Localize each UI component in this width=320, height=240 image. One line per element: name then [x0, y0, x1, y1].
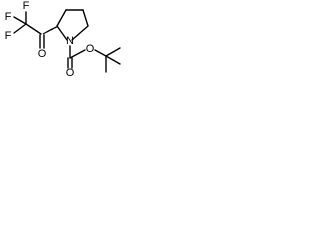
atom-fluorine-left: F [5, 11, 12, 23]
tbutyl-branch-2 [105, 55, 121, 65]
atom-ketone-oxygen: O [38, 48, 47, 60]
bond-cf-3 [13, 23, 27, 34]
atom-fluorine-top: F [23, 0, 30, 12]
tbutyl-branch-1 [105, 47, 121, 57]
bond-carbamate-o [69, 49, 86, 59]
ring-bond-c5-n [71, 25, 89, 41]
atom-carbamate-oxygen-single: O [86, 43, 95, 55]
hashed-stereo-bond [42, 25, 59, 35]
ring-bond-c2-c3 [56, 9, 67, 27]
bond-ketone-cf3 [25, 23, 42, 35]
ring-bond-n-c2 [56, 25, 68, 41]
bond-o-tbutyl [94, 49, 107, 57]
molecule-canvas: F F F O N O O [0, 0, 136, 78]
ring-bond-c4-c5 [82, 9, 89, 27]
chemical-structure: F F F O N O O [5, 0, 121, 78]
atom-ring-nitrogen: N [66, 35, 74, 47]
atom-fluorine-bottom: F [5, 30, 12, 42]
atom-carbamate-oxygen-double: O [66, 67, 75, 78]
bond-cf-1 [13, 16, 27, 25]
